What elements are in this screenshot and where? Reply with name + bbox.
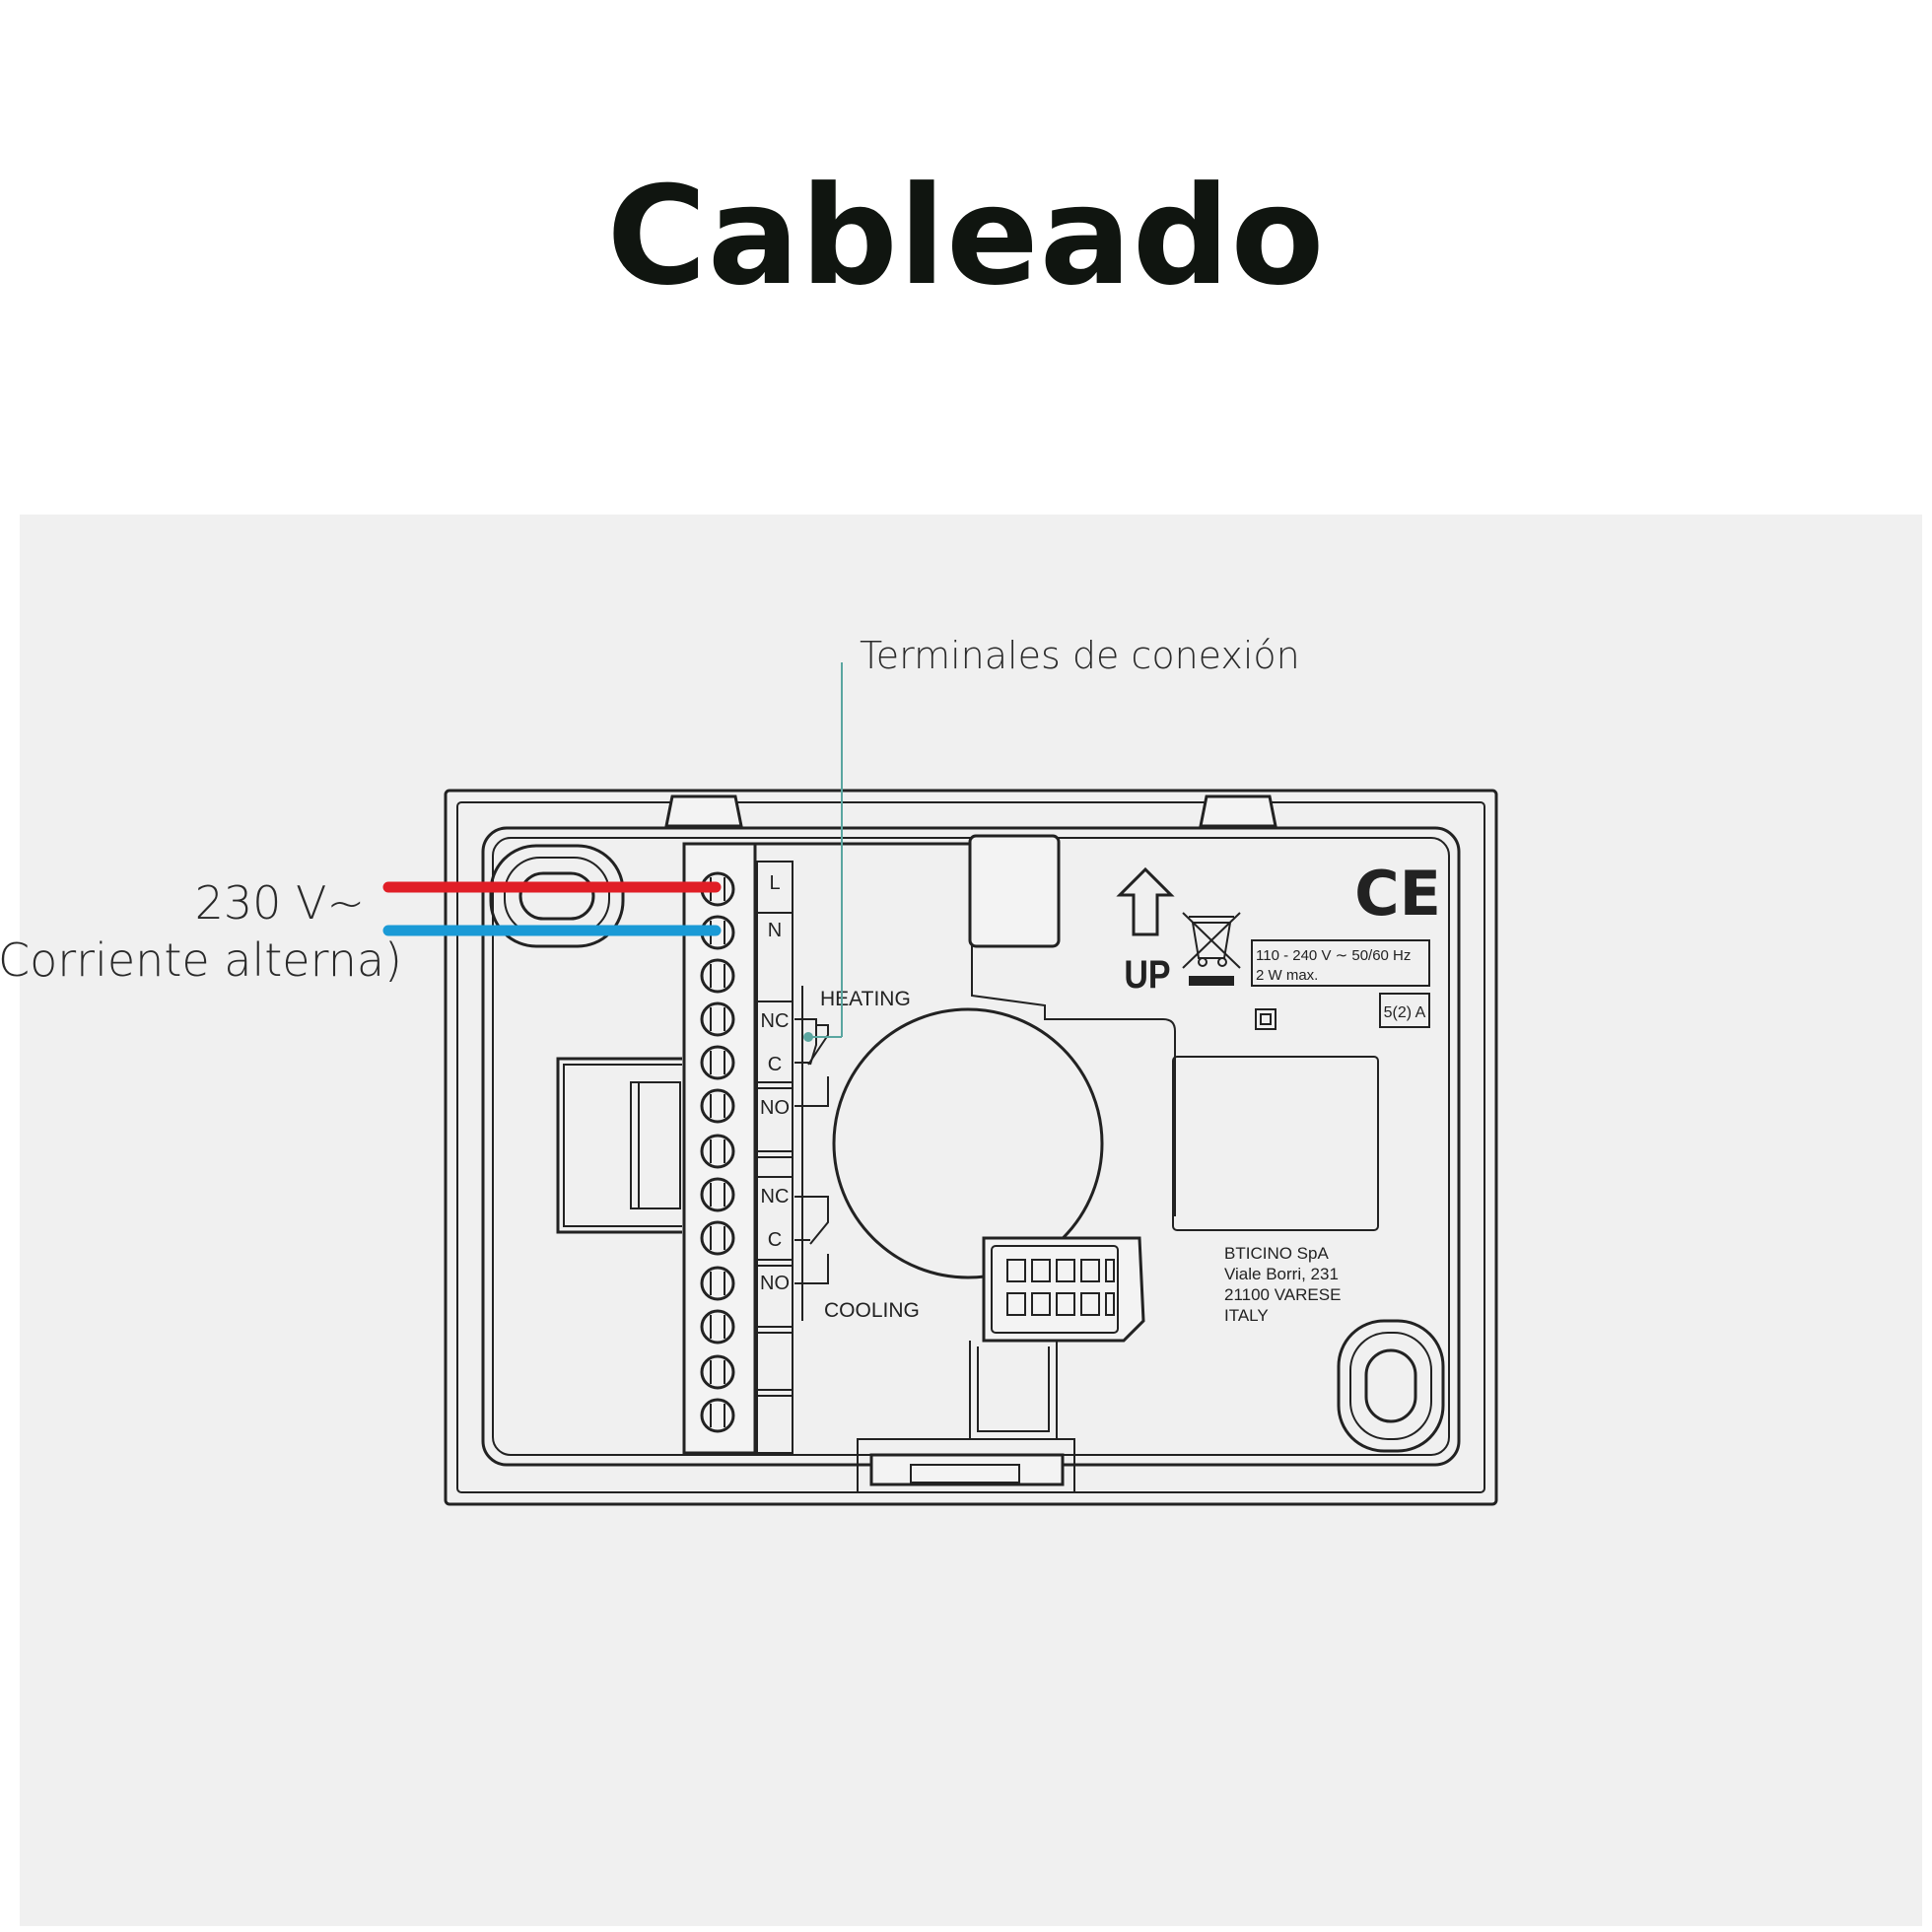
double-insulation-icon [1255,1008,1276,1030]
rating-box [1251,939,1430,987]
up-mark: UP [1124,951,1170,996]
weee-bin-icon [1182,912,1241,969]
voltage-note: (Corriente alterna) [0,933,402,987]
current-rating: 5(2) A [1384,1004,1426,1021]
terminal-screw [700,1001,735,1037]
voltage-label: 230 V~ [195,876,365,930]
terminal-screws [700,871,735,1433]
terminal-label-nc-cooling: NC [761,1186,790,1208]
top-clip-right [1199,794,1277,828]
current-rating-box [1379,993,1430,1028]
relay-contacts [794,986,829,1321]
ce-mark: CE [1354,858,1441,930]
up-arrow-icon [1116,866,1175,936]
page-title: Cableado [606,157,1326,315]
terminals-leader-line [803,662,843,1042]
terminal-label-L: L [769,872,780,894]
terminal-block [682,842,972,1455]
terminal-screw [700,1266,735,1301]
diagram-panel [20,515,1922,1926]
manufacturer-line-2: Viale Borri, 231 [1224,1265,1339,1283]
rating-line-2: 2 W max. [1256,967,1318,984]
terminal-screw [700,1045,735,1080]
terminal-label-nc-heating: NC [761,1010,790,1032]
manufacturer-line-4: ITALY [1224,1306,1269,1325]
manufacturer-line-1: BTICINO SpA [1224,1244,1329,1263]
top-tab [968,834,1061,948]
terminal-screw [700,1088,735,1124]
left-side-clip [556,1057,682,1234]
side-compartment [1172,1056,1379,1231]
terminal-screw [700,1354,735,1390]
device-inner-frame [456,801,1485,1493]
terminal-label-c-cooling: C [768,1229,782,1251]
terminal-screw [700,1398,735,1433]
central-bay [971,844,1176,1216]
device-outer-frame [444,789,1498,1506]
screw-hole-bottom-right [1337,1319,1445,1453]
manufacturer-info: BTICINO SpA Viale Borri, 231 21100 VARES… [1224,1244,1341,1325]
manufacturer-line-3: 21100 VARESE [1224,1285,1341,1304]
relay-label-heating: HEATING [820,988,911,1010]
terminal-screw [700,1177,735,1212]
terminal-labels: L N NC C NO NC C NO [760,872,790,1294]
terminal-label-c-heating: C [768,1054,782,1075]
terminal-label-no-heating: NO [760,1097,790,1119]
terminal-label-N: N [768,920,782,941]
terminal-screw [700,1220,735,1256]
terminal-label-no-cooling: NO [760,1273,790,1294]
bus-connector [982,1236,1145,1343]
terminals-callout: Terminales de conexión [860,634,1300,677]
rating-line-1: 110 - 240 V ∼ 50/60 Hz [1256,947,1411,964]
terminal-screw [700,958,735,994]
top-clip-left [664,794,743,828]
weee-bar [1189,976,1234,986]
central-opening [832,1007,1104,1279]
relay-label-cooling: COOLING [824,1299,920,1322]
bottom-tab [857,1341,1075,1492]
terminal-screw [700,1134,735,1169]
terminal-screw [700,1309,735,1345]
